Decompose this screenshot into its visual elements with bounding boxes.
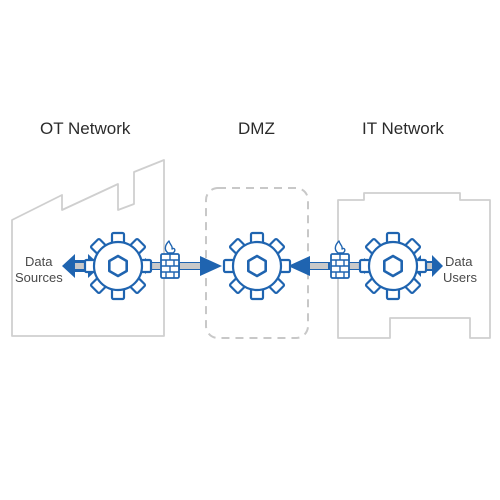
firewall-icon [330,240,350,279]
factory-outline-icon [11,159,165,337]
dmz-title: DMZ [238,119,275,138]
gear-icon [358,231,428,301]
ot-network-title: OT Network [40,119,131,138]
data-sources-label-line1: Data [25,254,53,269]
office-building-outline-icon [337,192,491,339]
gear-icon [222,231,292,301]
gear-icon [83,231,153,301]
data-users-label-line1: Data [445,254,473,269]
arrow-firewall1-to-dmz [178,256,222,276]
arrow-firewall2-to-dmz [288,256,330,276]
data-sources-label-line2: Sources [15,270,63,285]
it-network-title: IT Network [362,119,444,138]
data-users-label-line2: Users [443,270,477,285]
